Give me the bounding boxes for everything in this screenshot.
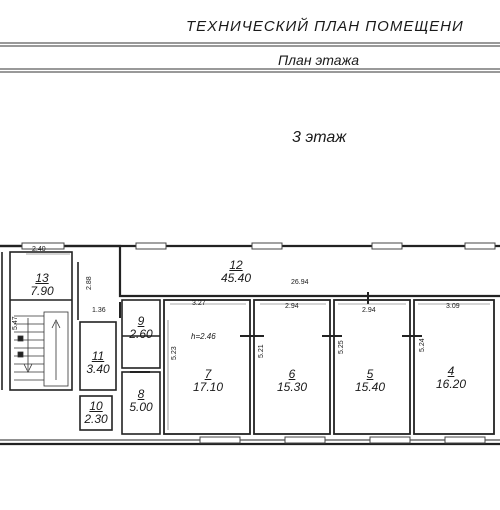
room-8-area: 5.00 <box>129 400 153 414</box>
window-marks <box>21 242 496 444</box>
room-8: 8 5.00 <box>129 388 152 413</box>
dim-2-88: 2.88 <box>86 276 93 290</box>
room-10: 10 2.30 <box>84 400 107 425</box>
room-13: 13 7.90 <box>30 272 53 297</box>
room-12: 12 45.40 <box>221 259 251 284</box>
room-4-number: 4 <box>447 364 455 378</box>
dimension-lines <box>26 253 490 430</box>
room-7-area: 17.10 <box>192 380 224 394</box>
room-11: 11 3.40 <box>86 350 109 375</box>
dim-5-25: 5.25 <box>338 340 345 354</box>
ceiling-height: h=2.46 <box>191 332 216 341</box>
room-6: 6 15.30 <box>277 368 307 393</box>
room-12-number: 12 <box>229 258 243 272</box>
room-5: 5 15.40 <box>355 368 385 393</box>
office-partitions <box>163 299 495 435</box>
room-9-area: 2.60 <box>129 327 153 341</box>
left-partitions <box>1 251 117 431</box>
room-6-area: 15.30 <box>276 380 308 394</box>
plan-subtitle: План этажа <box>278 52 360 68</box>
dim-26-94: 26.94 <box>291 279 309 286</box>
room-11-area: 3.40 <box>86 362 110 376</box>
room-4-area: 16.20 <box>435 377 467 391</box>
stair-steps <box>14 311 69 387</box>
dim-2-40: 2.40 <box>32 246 46 253</box>
plan-title: ТЕХНИЧЕСКИЙ ПЛАН ПОМЕЩЕНИ <box>186 18 464 35</box>
dim-3-09: 3.09 <box>446 303 460 310</box>
room-5-area: 15.40 <box>354 380 386 394</box>
dim-5-21: 5.21 <box>258 344 265 358</box>
room-8-number: 8 <box>137 387 145 401</box>
room-9-number: 9 <box>137 314 145 328</box>
dim-5-23: 5.23 <box>171 346 178 360</box>
room-13-number: 13 <box>35 271 49 285</box>
room-12-area: 45.40 <box>220 271 252 285</box>
room-4: 4 16.20 <box>436 365 466 390</box>
dim-3-27: 3.27 <box>192 300 206 307</box>
room-9: 9 2.60 <box>129 315 152 340</box>
room-11-number: 11 <box>91 349 105 363</box>
room-6-number: 6 <box>288 367 296 381</box>
dim-5-47: 5.47 <box>12 316 19 330</box>
dim-1-36: 1.36 <box>92 307 106 314</box>
room-10-number: 10 <box>89 399 103 413</box>
dim-2-94-a: 2.94 <box>285 303 299 310</box>
floor-label: 3 этаж <box>292 129 347 146</box>
room-13-area: 7.90 <box>30 284 54 298</box>
room-7-number: 7 <box>204 367 212 381</box>
room-5-number: 5 <box>366 367 374 381</box>
room-10-area: 2.30 <box>84 412 108 426</box>
door-marks <box>119 292 422 373</box>
dim-2-94-b: 2.94 <box>362 307 376 314</box>
header-frame <box>0 42 500 73</box>
room-7: 7 17.10 <box>193 368 223 393</box>
dim-5-24: 5.24 <box>419 338 426 352</box>
